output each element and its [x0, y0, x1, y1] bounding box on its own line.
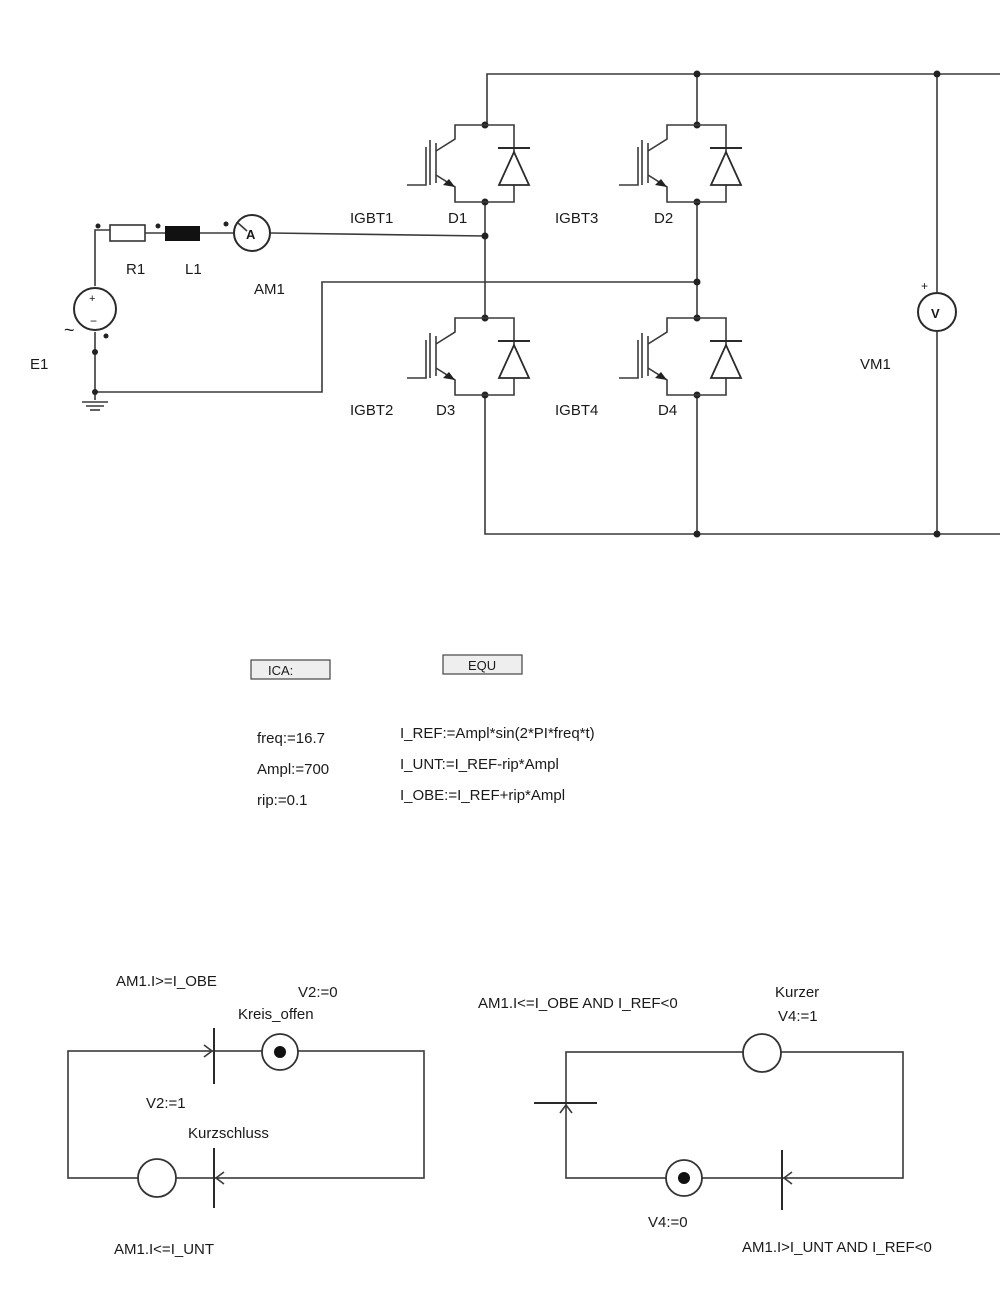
label-igbt2: IGBT2: [350, 402, 393, 419]
right-transition-top-label: AM1.I<=I_OBE AND I_REF<0: [478, 995, 678, 1012]
equation-i-unt: I_UNT:=I_REF-rip*Ampl: [400, 756, 559, 773]
label-igbt4: IGBT4: [555, 402, 598, 419]
equ-button[interactable]: EQU: [442, 654, 523, 675]
igbt1-module[interactable]: [407, 121, 531, 206]
wires: [94, 73, 1000, 535]
ac-symbol: ~: [64, 320, 75, 340]
state-initial-right[interactable]: [665, 1159, 703, 1197]
state-kreis-offen[interactable]: [261, 1033, 299, 1071]
igbt2-module[interactable]: [407, 314, 531, 399]
label-vm1: VM1: [860, 356, 891, 373]
ground-icon: [82, 401, 108, 411]
state-kurzer[interactable]: [742, 1033, 782, 1073]
resistor-r1[interactable]: [109, 224, 146, 242]
ica-button[interactable]: ICA:: [250, 659, 331, 680]
parameter-block: freq:=16.7 Ampl:=700 rip:=0.1: [257, 730, 329, 809]
left-transition-bottom-label: AM1.I<=I_UNT: [114, 1241, 214, 1258]
ammeter-symbol: A: [246, 227, 256, 242]
label-am1: AM1: [254, 281, 285, 298]
source-minus-sign: −: [90, 314, 97, 328]
label-d3: D3: [436, 402, 455, 419]
left-action-short: V2:=1: [146, 1095, 186, 1112]
label-igbt3: IGBT3: [555, 210, 598, 227]
left-action-open: V2:=0: [298, 984, 338, 1001]
igbt3-module[interactable]: [619, 121, 743, 206]
igbt4-module[interactable]: [619, 314, 743, 399]
equation-i-obe: I_OBE:=I_REF+rip*Ampl: [400, 787, 565, 804]
equ-button-label: EQU: [468, 658, 496, 673]
ammeter-am1[interactable]: A: [233, 214, 271, 252]
right-action-top: V4:=1: [778, 1008, 818, 1025]
param-ampl: Ampl:=700: [257, 761, 329, 778]
voltmeter-symbol: V: [931, 306, 940, 321]
power-circuit: + − ~ E1 R1 L1 A AM1 V + VM1: [30, 70, 1000, 538]
igbt-modules: [407, 121, 743, 399]
voltmeter-vm1[interactable]: V +: [917, 279, 957, 332]
state-kurzschluss[interactable]: [137, 1158, 177, 1198]
right-transition-bottom-label: AM1.I>I_UNT AND I_REF<0: [742, 1239, 932, 1256]
junction-dots: [92, 70, 941, 538]
source-plus-sign: +: [89, 293, 95, 305]
label-l1: L1: [185, 261, 202, 278]
param-freq: freq:=16.7: [257, 730, 325, 747]
right-action-bottom: V4:=0: [648, 1214, 688, 1231]
label-d2: D2: [654, 210, 673, 227]
voltmeter-plus-sign: +: [921, 279, 928, 293]
label-d1: D1: [448, 210, 467, 227]
equation-block: I_REF:=Ampl*sin(2*PI*freq*t) I_UNT:=I_RE…: [400, 725, 595, 804]
label-e1: E1: [30, 356, 48, 373]
label-r1: R1: [126, 261, 145, 278]
left-state-short-label: Kurzschluss: [188, 1125, 269, 1142]
label-igbt1: IGBT1: [350, 210, 393, 227]
right-state-top-label: Kurzer: [775, 984, 819, 1001]
label-d4: D4: [658, 402, 677, 419]
ica-button-label: ICA:: [268, 663, 293, 678]
state-machine-right: AM1.I<=I_OBE AND I_REF<0 Kurzer V4:=1 V4…: [478, 984, 932, 1256]
param-rip: rip:=0.1: [257, 792, 307, 809]
inductor-l1[interactable]: [165, 226, 200, 241]
state-machine-left: AM1.I>=I_OBE V2:=0 Kreis_offen V2:=1 Kur…: [67, 973, 425, 1258]
left-transition-top-label: AM1.I>=I_OBE: [116, 973, 217, 990]
ac-voltage-source[interactable]: + − ~: [64, 287, 117, 340]
equation-i-ref: I_REF:=Ampl*sin(2*PI*freq*t): [400, 725, 595, 742]
left-state-open-label: Kreis_offen: [238, 1006, 314, 1023]
